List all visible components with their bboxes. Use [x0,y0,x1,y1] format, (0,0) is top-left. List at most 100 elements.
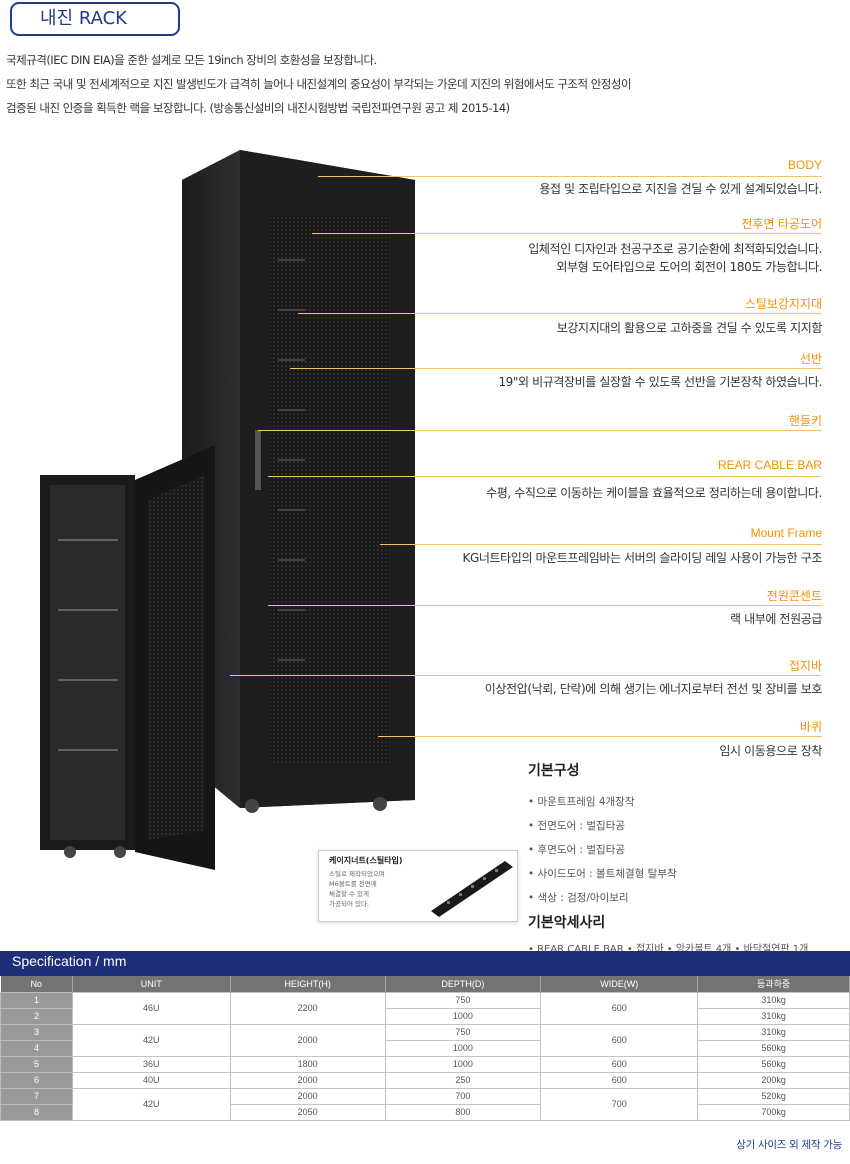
feature-leader-line [230,675,822,676]
col-height: HEIGHT(H) [230,976,386,992]
table-row: 5 36U 1800 1000 600 560kg [0,1055,850,1073]
cell-wide: 600 [540,1071,699,1089]
cell-no: 5 [0,1055,73,1073]
cell-unit: 36U [71,1055,231,1073]
feature-desc: 임시 이동용으로 장착 [719,744,822,758]
cell-no: 2 [0,1007,73,1025]
cell-no: 8 [0,1103,73,1121]
col-depth: DEPTH(D) [385,976,542,992]
feature-desc: KG너트타입의 마운트프레임바는 서버의 슬라이딩 레일 사용이 가능한 구조 [462,551,823,565]
cell-wide: 600 [540,1055,699,1073]
table-row: 7 42U 2000 700 700 520kg [0,1087,850,1121]
intro-text: 국제규격(IEC DIN EIA)을 준한 설계로 모든 19inch 장비의 … [6,48,632,120]
basic-item: • 색상 : 검정/아이보리 [528,892,629,904]
callout-line: 가공되어 있다. [329,900,370,908]
spec-band: Specification / mm [0,951,850,976]
feature-leader-line [258,430,822,431]
feature-title: 전후면 타공도어 [741,217,822,231]
cell-load: 310kg [697,991,850,1009]
feature-title: 스틸보강지지대 [744,297,822,311]
footnote: 상기 사이즈 외 제작 가능 [736,1139,842,1151]
cell-height: 1800 [229,1055,386,1073]
col-unit: UNIT [72,976,231,992]
feature-title: 접지바 [788,659,822,673]
feature-desc: 랙 내부에 전원공급 [730,612,822,626]
basic-config: 기본구성 • 마운트프레임 4개장착 • 전면도어 : 벌집타공 • 후면도어 … [528,760,808,962]
cell-load: 310kg [697,1007,850,1025]
feature-desc: 수평, 수직으로 이동하는 케이블을 효율적으로 정리하는데 용이합니다. [486,486,822,500]
feature-desc: 19"외 비규격장비를 실장할 수 있도록 선반을 기본장착 하였습니다. [498,375,822,389]
intro-line-2: 또한 최근 국내 및 전세계적으로 지진 발생빈도가 급격히 늘어나 내진설계의… [6,77,632,91]
cell-depth: 250 [384,1071,542,1089]
table-row: 2 1000 310kg [0,1007,850,1025]
leader-dot [230,675,231,676]
feature-desc: 이상전압(낙뢰, 단락)에 의해 생기는 에너지로부터 전선 및 장비를 보호 [484,682,823,696]
feature-title: 전원콘센트 [766,589,822,603]
cell-depth: 750 [384,991,542,1009]
feature-desc: 보강지지대의 활용으로 고하중을 견딜 수 있도록 지지함 [556,321,823,335]
feature-leader-line [318,176,822,177]
col-wide: WIDE(W) [540,976,699,992]
callout-title: 케이지너트(스틸타입) [329,856,403,865]
basic-item: • 후면도어 : 벌집타공 [528,844,626,856]
table-row: 4 1000 560kg [0,1039,850,1057]
feature-desc: 외부형 도어타입으로 도어의 회전이 180도 가능합니다. [556,260,822,274]
table-row: 3 42U 2000 750 600 310kg [0,1023,850,1057]
basic-item: • 전면도어 : 벌집타공 [528,820,626,832]
table-row: 6 40U 2000 250 600 200kg [0,1071,850,1089]
leader-dot [298,313,299,314]
col-load: 등과하중 [697,976,850,992]
cell-depth: 800 [384,1103,542,1121]
cell-unit: 46U [71,991,231,1025]
page-title: 내진 RACK [10,2,180,36]
leader-dot [258,430,259,431]
feature-title: REAR CABLE BAR [717,458,822,472]
basic-item: • 마운트프레임 4개장착 [528,796,635,808]
table-row: 8 2050 800 700kg [0,1103,850,1121]
feature-title: 핸들키 [788,414,822,428]
spec-title: Specification / mm [12,953,127,969]
callout-line: 체결할 수 있게 [329,890,370,898]
basic-heading: 기본구성 [528,763,580,779]
cell-load: 200kg [697,1071,850,1089]
callout-text: 스틸로 제작되었으며 M6볼트를 전면에 체결할 수 있게 가공되어 있다. [329,869,385,909]
callout-line: M6볼트를 전면에 [329,880,377,888]
cell-height: 2200 [229,991,386,1025]
cell-unit: 42U [71,1023,231,1057]
cell-depth: 1000 [384,1055,542,1073]
leader-dot [312,233,313,234]
cell-height: 2050 [229,1103,386,1121]
cell-height: 2000 [229,1071,386,1089]
cell-load: 310kg [697,1023,850,1041]
cell-no: 1 [0,991,73,1009]
accessory-text: • REAR CABLE BAR • 접지바 • 앙카볼트 4개 • 바닥절연판… [528,944,809,955]
cell-no: 3 [0,1023,73,1041]
cell-no: 4 [0,1039,73,1057]
cell-wide: 700 [540,1087,699,1121]
feature-title: BODY [787,158,822,172]
cell-unit: 40U [71,1071,231,1089]
cell-depth: 700 [384,1087,542,1105]
feature-leader-line [268,605,822,606]
cell-wide: 600 [540,1023,699,1057]
cage-nut-callout: 케이지너트(스틸타입) 스틸로 제작되었으며 M6볼트를 전면에 체결할 수 있… [318,850,518,922]
cell-depth: 1000 [384,1007,542,1025]
basic-item: • 사이드도어 : 볼트체결형 탈부착 [528,868,677,880]
spec-table: No UNIT HEIGHT(H) DEPTH(D) WIDE(W) 등과하중 … [0,976,850,1121]
leader-dot [268,476,269,477]
cell-load: 560kg [697,1055,850,1073]
cell-no: 7 [0,1087,73,1105]
cage-nut-image [431,861,513,917]
intro-line-3: 검증된 내진 인증을 획득한 랙을 보장합니다. (방송통신설비의 내진시험방법… [6,101,510,115]
cell-no: 6 [0,1071,73,1089]
feature-leader-line [380,544,822,545]
feature-leader-line [298,313,822,314]
feature-desc: 용접 및 조립타입으로 지진을 견딜 수 있게 설계되었습니다. [539,182,822,196]
feature-leader-line [312,233,822,234]
feature-title: 선반 [799,352,822,366]
leader-dot [268,605,269,606]
feature-leader-line [268,476,822,477]
cell-wide: 600 [540,991,699,1025]
cell-load: 520kg [697,1087,850,1105]
feature-desc: 입체적인 디자인과 천공구조로 공기순환에 최적화되었습니다. [528,242,822,256]
